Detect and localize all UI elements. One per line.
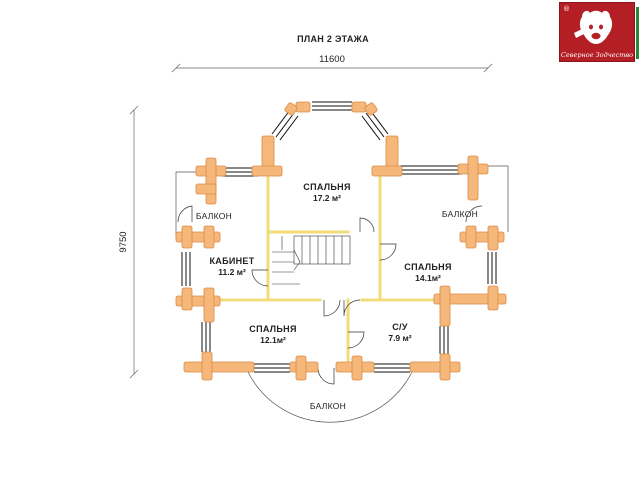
balcony-right-label: БАЛКОН <box>442 209 478 219</box>
log-walls <box>175 101 507 381</box>
study-area: 11.2 м² <box>218 267 246 277</box>
bedroom-top-area: 17.2 м² <box>313 193 341 203</box>
staircase <box>272 235 351 285</box>
partition-walls <box>209 174 440 370</box>
bathroom-area: 7.9 м² <box>388 333 411 343</box>
brand-stripe <box>636 7 639 59</box>
study-name: КАБИНЕТ <box>209 256 254 266</box>
bedroom-right-area: 14.1м² <box>415 273 441 283</box>
height-dimension-line <box>129 105 139 379</box>
bathroom-name: С/У <box>392 322 408 332</box>
bear-icon <box>574 10 613 44</box>
registered-mark: ® <box>563 5 570 13</box>
bedroom-right-name: СПАЛЬНЯ <box>404 262 451 272</box>
door-swings <box>177 205 483 385</box>
bedroom-bottom-name: СПАЛЬНЯ <box>249 324 296 334</box>
width-dimension-line <box>171 63 493 73</box>
balcony-left-label: БАЛКОН <box>196 211 232 221</box>
bedroom-top-name: СПАЛЬНЯ <box>303 182 350 192</box>
balcony-bottom-label: БАЛКОН <box>310 401 346 411</box>
bedroom-bottom-area: 12.1м² <box>260 335 286 345</box>
brand-logo: ® Северное Зодчество <box>559 2 639 62</box>
plan-title: ПЛАН 2 ЭТАЖА <box>297 34 369 44</box>
width-dimension: 11600 <box>319 54 345 65</box>
brand-name: Северное Зодчество <box>560 51 634 59</box>
height-dimension: 9750 <box>118 231 129 252</box>
windows <box>181 101 497 373</box>
